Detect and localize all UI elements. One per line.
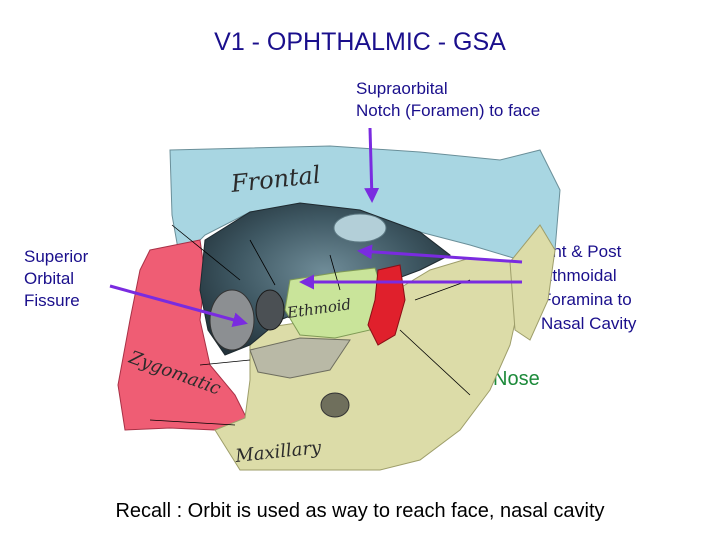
nose-label: Nose — [493, 368, 540, 390]
ethmoidal-label-line-3: Foramina to — [541, 290, 632, 309]
ethmoidal-label-line-4: Nasal Cavity — [541, 314, 637, 333]
anterior-ethmoidal-arrow — [357, 244, 523, 264]
leader-line — [399, 329, 471, 396]
supraorbital-label-line-2: Notch (Foramen) to face — [356, 101, 541, 120]
superior-orbital-fissure-label: Superior Orbital Fissure — [24, 246, 88, 312]
lacrimal-region — [367, 264, 406, 346]
sof-arrow — [109, 284, 248, 328]
recall-note: Recall : Orbit is used as way to reach f… — [115, 500, 605, 522]
supraorbital-notch — [333, 213, 387, 243]
orbital-floor — [249, 337, 351, 379]
leader-line — [171, 224, 241, 281]
sof-label-line-2: Orbital — [24, 269, 75, 288]
supraorbital-label: Supraorbital Notch (Foramen) to face — [356, 78, 540, 122]
ethmoidal-foramina-label: Ant & Post Ethmoidal Foramina to Nasal C… — [541, 240, 636, 336]
leader-line — [249, 239, 276, 286]
ethmoidal-label-line-2: Ethmoidal — [541, 266, 617, 285]
sof-label-line-3: Fissure — [24, 291, 80, 310]
infraorbital-foramen — [320, 392, 350, 418]
supraorbital-label-line-1: Supraorbital — [356, 79, 448, 98]
leader-line — [149, 419, 236, 426]
optic-canal — [255, 289, 285, 331]
ethmoidal-label-line-1: Ant & Post — [541, 242, 622, 261]
leader-line — [329, 254, 341, 291]
maxillary-bone — [214, 257, 521, 471]
nasal-bone — [509, 224, 556, 341]
leader-line — [199, 359, 251, 366]
sof-label-line-1: Superior — [24, 247, 89, 266]
page-title: V1 - OPHTHALMIC - GSA — [214, 28, 506, 56]
supraorbital-arrow — [364, 127, 380, 203]
